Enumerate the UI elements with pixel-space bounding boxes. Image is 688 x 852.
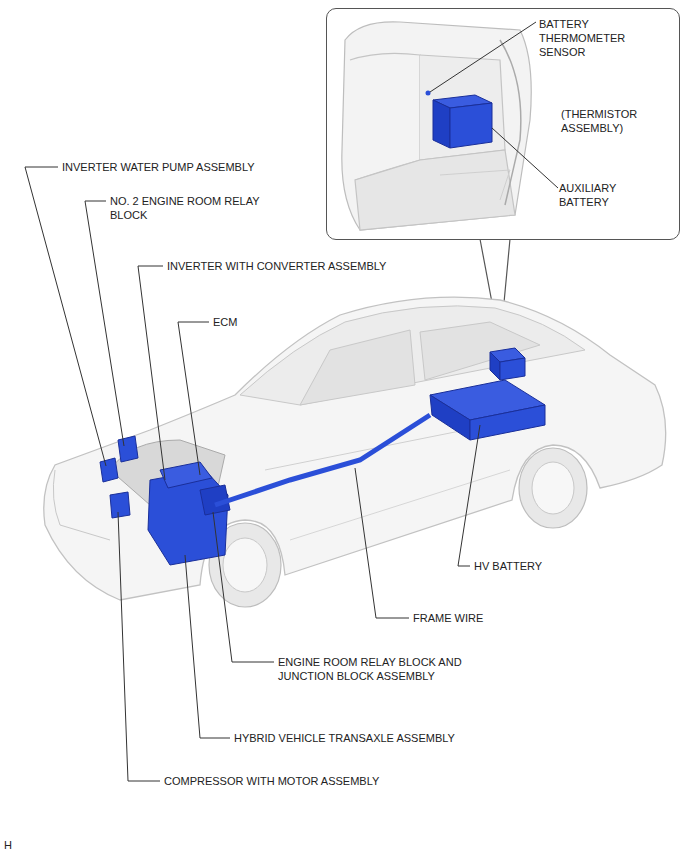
trunk-view xyxy=(342,22,558,230)
part-label: FRAME WIRE xyxy=(413,611,483,625)
part-label: BATTERY THERMOMETER SENSOR xyxy=(539,17,639,59)
part-label: INVERTER WATER PUMP ASSEMBLY xyxy=(62,160,255,174)
part-label: AUXILIARY BATTERY xyxy=(559,181,639,209)
figure-code: H xyxy=(4,838,12,852)
part-label: COMPRESSOR WITH MOTOR ASSEMBLY xyxy=(164,774,379,788)
part-label: HV BATTERY xyxy=(474,559,542,573)
part-label: HYBRID VEHICLE TRANSAXLE ASSEMBLY xyxy=(234,731,455,745)
leader-lines xyxy=(25,167,480,781)
part-label: (THERMISTOR ASSEMBLY) xyxy=(561,107,651,135)
car-body xyxy=(44,297,666,607)
part-label: ECM xyxy=(213,315,237,329)
part-label: INVERTER WITH CONVERTER ASSEMBLY xyxy=(167,259,386,273)
part-label: ENGINE ROOM RELAY BLOCK AND JUNCTION BLO… xyxy=(278,655,498,683)
inset-view: BATTERY THERMOMETER SENSOR (THERMISTOR AS… xyxy=(326,8,680,240)
part-label: NO. 2 ENGINE ROOM RELAY BLOCK xyxy=(110,194,295,222)
hybrid-components xyxy=(100,348,545,565)
